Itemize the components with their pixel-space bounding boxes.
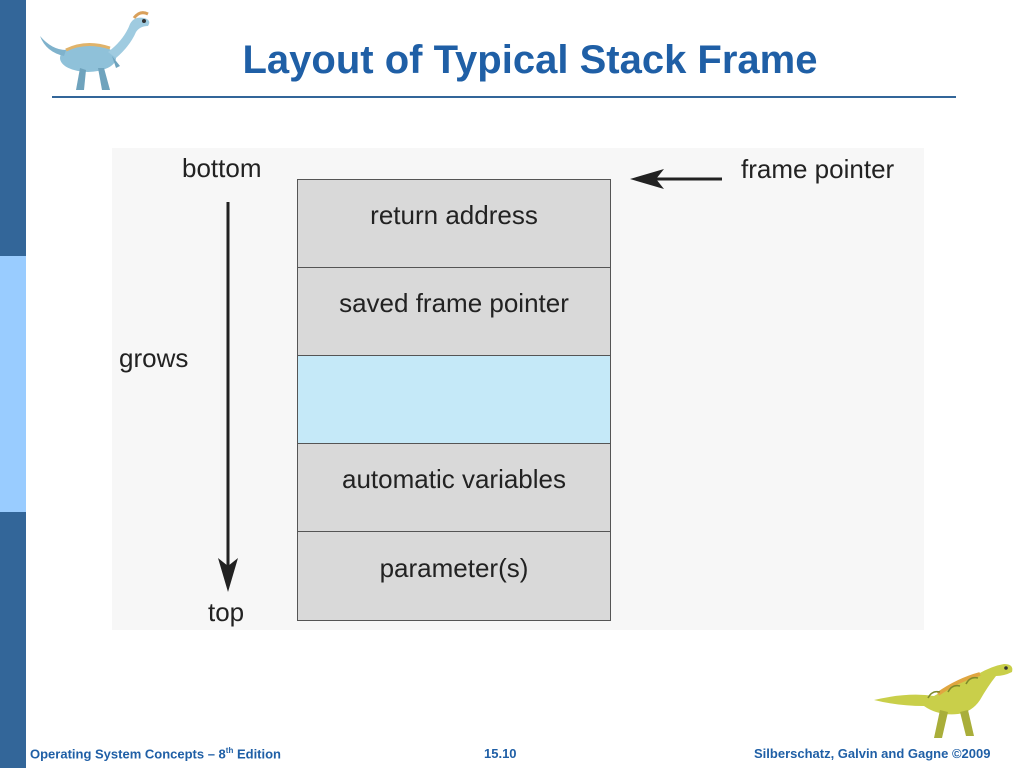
- stack-cell-automatic-variables: automatic variables: [298, 444, 610, 532]
- stack-cell-saved-frame-pointer: saved frame pointer: [298, 268, 610, 356]
- sidebar-segment-light: [0, 256, 26, 512]
- dinosaur-logo-icon: [874, 664, 1013, 738]
- page-title: Layout of Typical Stack Frame: [242, 38, 818, 82]
- top-label: top: [208, 597, 245, 627]
- stack-cell-highlighted: [298, 356, 610, 444]
- footer-book-title: Operating System Concepts – 8th Edition: [30, 746, 282, 762]
- stack-cell-return-address: return address: [298, 180, 610, 268]
- bottom-label: bottom: [182, 153, 262, 183]
- title-divider: [52, 96, 956, 98]
- footer-page-number: 15.10: [484, 746, 517, 761]
- footer-copyright: Silberschatz, Galvin and Gagne ©2009: [754, 746, 991, 761]
- grows-label: grows: [119, 343, 189, 373]
- grows-down-arrow-icon: [218, 202, 238, 592]
- dinosaur-logo-icon: [40, 11, 150, 90]
- sidebar: [0, 0, 26, 768]
- frame-pointer-label: frame pointer: [741, 154, 895, 184]
- stack-frame: return address saved frame pointer autom…: [297, 179, 611, 621]
- stack-cell-parameters: parameter(s): [298, 532, 610, 620]
- sidebar-segment-dark: [0, 512, 26, 768]
- frame-pointer-arrow-icon: [630, 169, 722, 189]
- sidebar-segment-dark: [0, 0, 26, 256]
